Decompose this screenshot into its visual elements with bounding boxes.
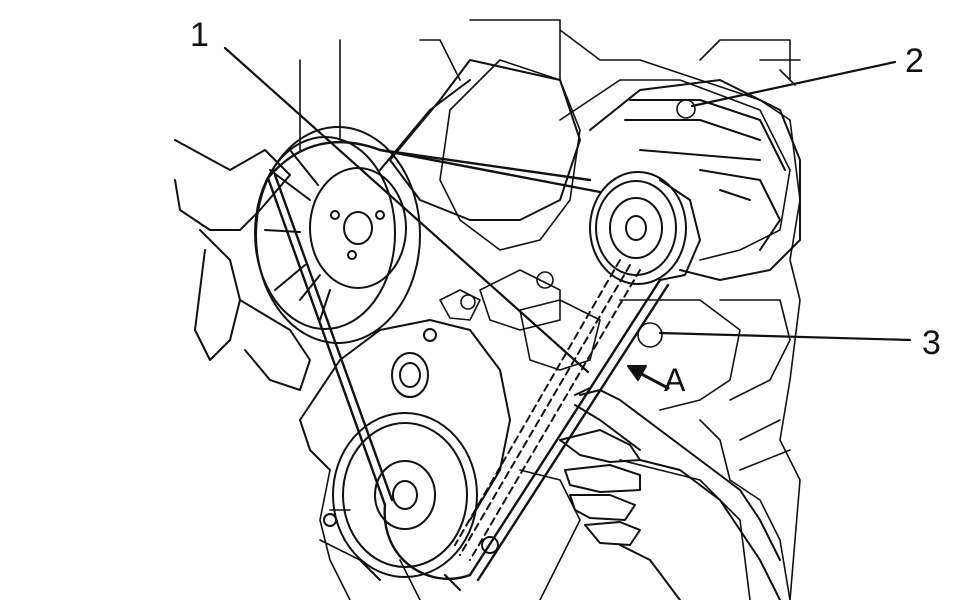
fan — [174, 139, 311, 391]
callout-2: 2 — [905, 42, 924, 80]
alternator-pulley — [589, 171, 701, 285]
belt-deflection — [454, 259, 641, 561]
callout-a: A — [664, 362, 686, 398]
timing-cover — [299, 319, 511, 521]
water-pump-housing — [379, 59, 581, 221]
drive-belt-icon — [266, 140, 670, 582]
callout-3: 3 — [922, 324, 941, 362]
leader-3 — [658, 331, 912, 342]
arrow-a-icon — [627, 365, 670, 390]
crankshaft-pulley — [323, 412, 499, 591]
callout-1: 1 — [190, 16, 209, 54]
leader-2 — [690, 60, 897, 108]
alternator — [589, 79, 801, 281]
fan-pulley — [254, 126, 421, 344]
leader-1 — [223, 46, 590, 374]
callout-leaders — [223, 46, 912, 374]
hand-icon — [559, 387, 781, 600]
engine-block — [299, 19, 801, 600]
